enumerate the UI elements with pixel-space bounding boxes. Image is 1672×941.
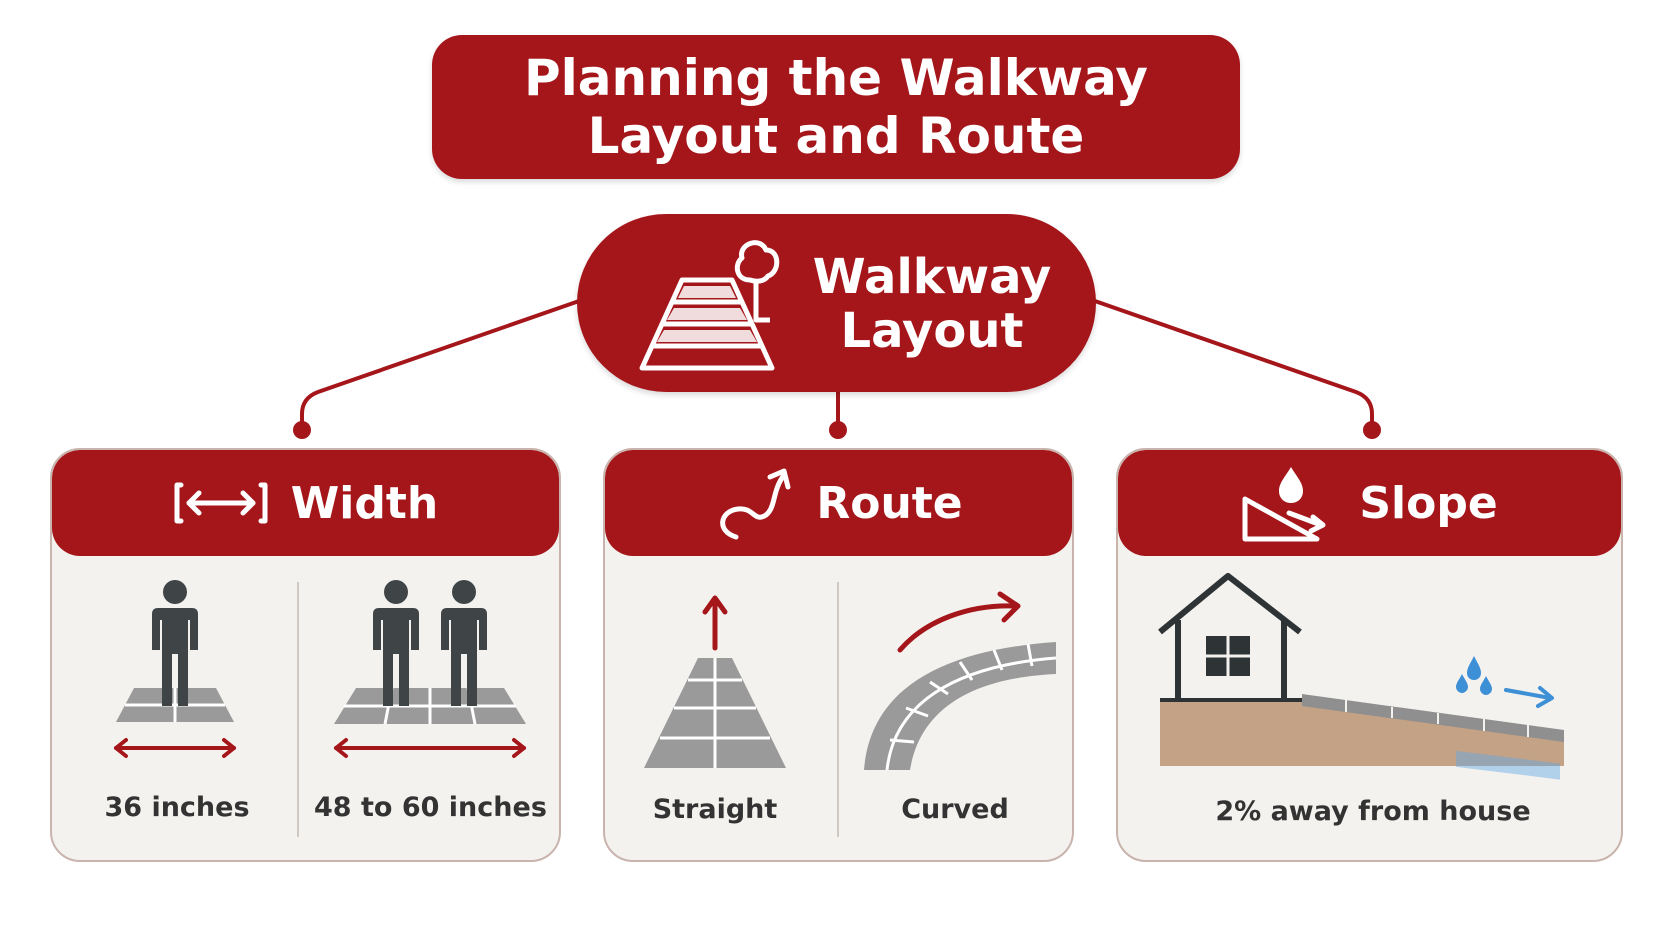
width-card-header: Width [52, 450, 559, 556]
width-arrows-icon [174, 482, 268, 524]
option-label-curved: Curved [901, 794, 1009, 825]
hub-label-line-2: Layout [840, 303, 1024, 359]
title-line-2: Layout and Route [587, 107, 1085, 165]
title-line-1: Planning the Walkway [524, 49, 1148, 107]
connector-dot-route [829, 421, 847, 439]
option-label-straight: Straight [652, 794, 778, 825]
walkway-tree-icon [639, 240, 780, 371]
route-divider [837, 582, 839, 837]
walkway-layout-hub: Walkway Layout [577, 214, 1096, 392]
route-heading: Route [816, 477, 963, 529]
slope-card-header: Slope [1118, 450, 1621, 556]
hub-label-line-1: Walkway [812, 249, 1052, 305]
option-label-2-percent-away-from-house: 2% away from house [1215, 796, 1531, 827]
option-label-48-to-60-inches: 48 to 60 inches [314, 792, 547, 823]
width-divider [297, 582, 299, 837]
curved-path-icon [864, 591, 1057, 771]
slope-heading: Slope [1359, 477, 1498, 529]
option-label-36-inches: 36 inches [104, 792, 250, 823]
route-card: Route Straight [603, 448, 1074, 862]
width-heading: Width [290, 477, 439, 529]
slope-card: Slope [1116, 448, 1623, 862]
curved-route-icon [720, 468, 791, 540]
connector-dot-slope [1363, 421, 1381, 439]
width-card: Width 36 inches [50, 448, 561, 862]
house-slope-icon [1158, 573, 1564, 780]
route-card-header: Route [605, 450, 1072, 556]
page-title: Planning the Walkway Layout and Route [432, 35, 1240, 179]
one-person-icon [114, 580, 236, 758]
two-people-icon [334, 580, 526, 758]
connector-dot-width [293, 421, 311, 439]
straight-path-icon [644, 595, 786, 768]
slope-drop-icon [1242, 467, 1326, 542]
hub-label: Walkway Layout [812, 250, 1052, 358]
